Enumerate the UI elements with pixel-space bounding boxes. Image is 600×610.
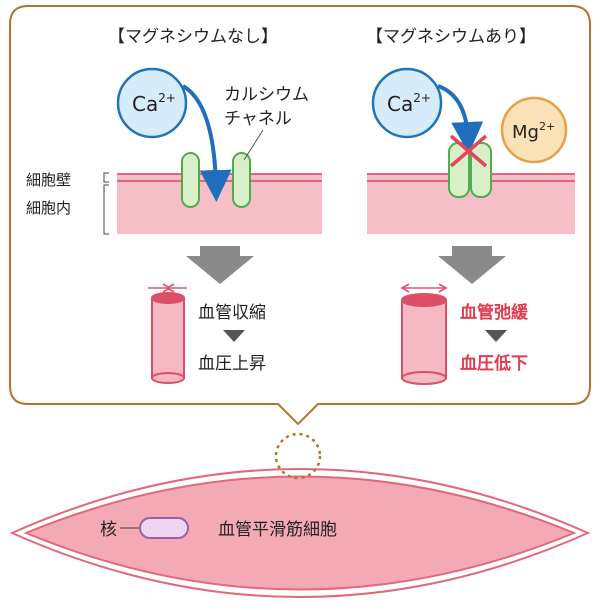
nucleus bbox=[139, 517, 189, 539]
constricted-vessel bbox=[148, 283, 187, 384]
channel-label-line2: チャネル bbox=[224, 109, 292, 129]
calcium-ion-left bbox=[116, 67, 188, 139]
constrict-arrow-left-head bbox=[162, 283, 172, 293]
cell-outer-outline bbox=[9, 468, 591, 598]
constrict-arrow-right-head bbox=[165, 283, 175, 293]
calcium-ion-left-label: Ca2+ bbox=[132, 91, 176, 116]
cell-body bbox=[23, 475, 577, 591]
relax-arrow-left-head bbox=[400, 283, 410, 293]
right-result-arrow bbox=[438, 246, 506, 284]
left-result-small-arrow bbox=[223, 330, 245, 342]
constricted-vessel-bottom bbox=[151, 372, 185, 384]
right-result-2: 血圧低下 bbox=[460, 353, 528, 374]
cell-inside-label: 細胞内 bbox=[26, 199, 71, 217]
calcium-channel-left-half bbox=[181, 152, 200, 208]
cell-wall-label: 細胞壁 bbox=[26, 171, 71, 189]
constricted-vessel-body bbox=[151, 297, 185, 379]
zoom-indicator-circle bbox=[274, 432, 322, 480]
channel-leader-line bbox=[243, 129, 264, 161]
relaxed-vessel bbox=[400, 283, 448, 385]
panel-right-title: 【マグネシウムあり】 bbox=[366, 27, 536, 47]
left-result-1: 血管収縮 bbox=[198, 303, 266, 323]
wall-bracket bbox=[103, 172, 109, 183]
calcium-ion-right bbox=[371, 67, 443, 139]
nucleus-label: 核 bbox=[100, 520, 117, 540]
smooth-muscle-cell: 核 血管平滑筋細胞 bbox=[9, 468, 591, 598]
calcium-channel-right-half bbox=[232, 152, 251, 208]
relaxed-vessel-top bbox=[401, 293, 447, 307]
right-result-1: 血管弛緩 bbox=[460, 302, 529, 323]
panel-left-title: 【マグネシウムなし】 bbox=[108, 27, 278, 47]
cell-label: 血管平滑筋細胞 bbox=[218, 520, 337, 540]
block-x-stroke-2 bbox=[449, 134, 488, 168]
relaxed-vessel-bottom bbox=[401, 371, 447, 385]
channel-label-line1: カルシウム bbox=[224, 85, 309, 105]
left-membrane bbox=[117, 174, 322, 234]
inside-bracket bbox=[103, 184, 109, 235]
calcium-ion-right-label: Ca2+ bbox=[387, 91, 431, 116]
relaxed-vessel-body bbox=[401, 299, 447, 379]
blocked-channel-right-half bbox=[470, 142, 492, 198]
magnesium-ion-label: Mg2+ bbox=[512, 120, 555, 143]
panel-without-magnesium: 【マグネシウムなし】 細胞壁 細胞内 カルシウム チャネル Ca2+ bbox=[26, 27, 322, 384]
left-result-arrow bbox=[186, 246, 254, 284]
constricted-vessel-top bbox=[151, 292, 185, 304]
magnesium-ion bbox=[500, 96, 568, 164]
relax-arrow-right-head bbox=[438, 283, 448, 293]
panel-with-magnesium: 【マグネシウムあり】 Ca2+ Mg2+ 血管弛緩 bbox=[366, 27, 575, 385]
left-result-2: 血圧上昇 bbox=[198, 354, 266, 374]
right-result-small-arrow bbox=[485, 330, 507, 342]
calcium-influx-arrow bbox=[181, 84, 232, 202]
blocked-calcium-arrow bbox=[437, 84, 484, 154]
